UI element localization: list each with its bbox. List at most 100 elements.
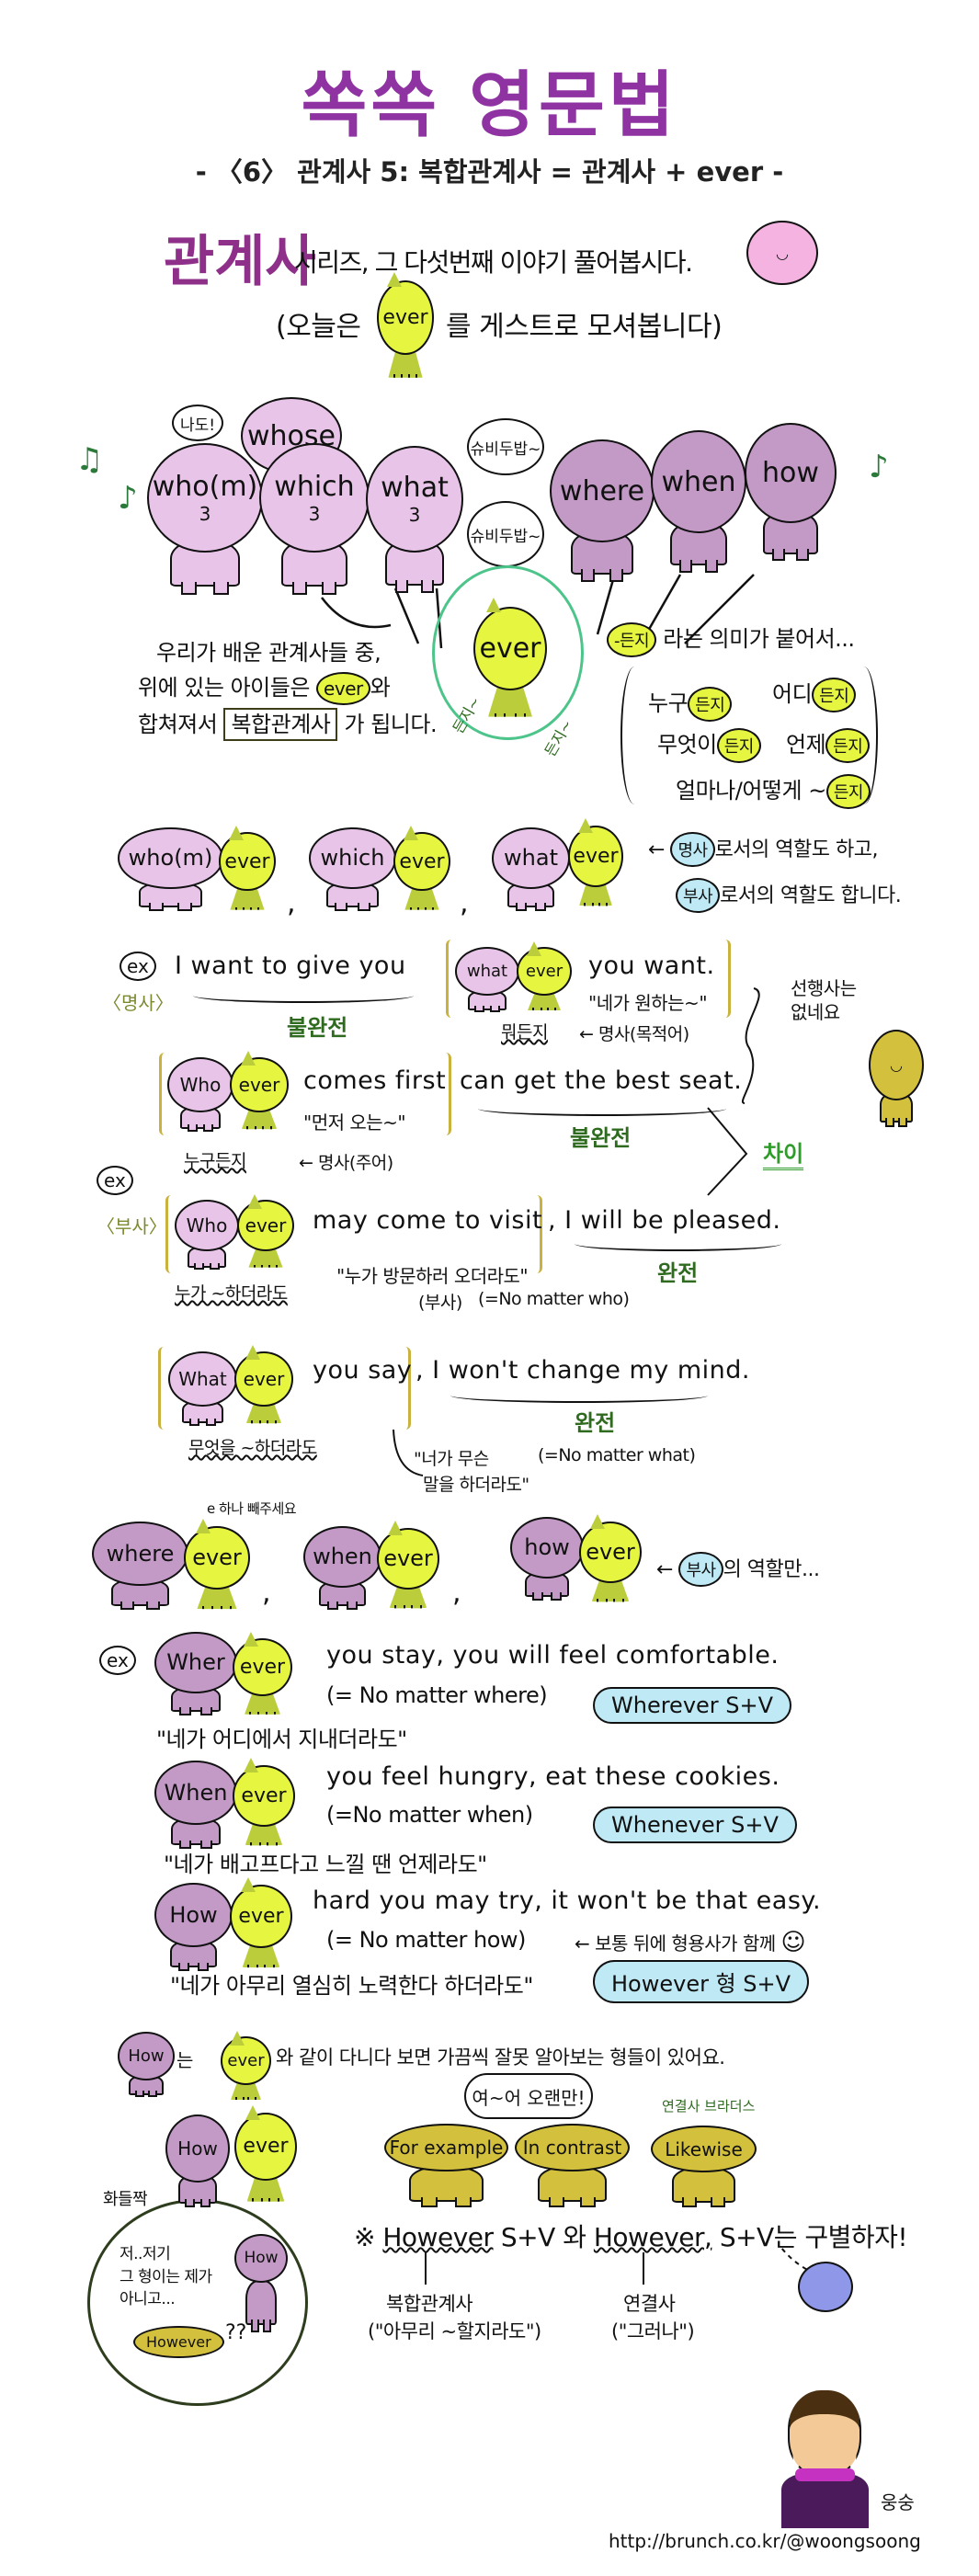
ever-pair-character: ever xyxy=(393,825,450,917)
author-avatar xyxy=(777,2381,873,2528)
label: Who xyxy=(179,1073,222,1096)
ex-marker: ex xyxy=(99,1646,136,1675)
label: how xyxy=(524,1534,570,1561)
complete-label: 완전 xyxy=(575,1410,616,1436)
label: 와 xyxy=(370,675,391,701)
compound-relative-gloss: ("아무리 ~할지라도") xyxy=(368,2320,541,2342)
how-pair-character: how xyxy=(510,1517,584,1604)
label: 3 xyxy=(408,504,421,527)
noun-label: 〈명사〉 xyxy=(103,992,174,1014)
when-character: when xyxy=(651,430,746,577)
smiley-icon: ☺ xyxy=(780,1929,806,1956)
ever-pair-character: ever xyxy=(568,818,623,913)
equivalent: (=No matter when) xyxy=(326,1802,533,1828)
equivalent: (= No matter how) xyxy=(326,1927,526,1953)
however-character: How xyxy=(154,1883,233,1975)
label: 든지 xyxy=(825,774,871,809)
label: ever xyxy=(573,844,619,868)
label: ever xyxy=(243,1367,285,1390)
likewise-character: Likewise xyxy=(651,2126,757,2211)
smiling-character: ◡ xyxy=(869,1030,924,1131)
ex-marker: ex xyxy=(97,1166,133,1195)
question-marks: ?? xyxy=(225,2321,247,2344)
page-title: 쏙쏙 영문법 xyxy=(301,64,678,147)
label: For example xyxy=(389,2137,504,2160)
ever-guest-character: ever xyxy=(377,271,434,386)
brace xyxy=(575,1237,781,1251)
bird-icon xyxy=(798,2262,853,2312)
label: ※ xyxy=(354,2222,375,2252)
in-contrast-character: In contrast xyxy=(515,2124,630,2211)
brace xyxy=(193,988,414,1003)
role-label: ← 명사(주어) xyxy=(299,1153,393,1173)
label: 그 형이는 제가 xyxy=(120,2267,212,2286)
sentence-part: you say xyxy=(313,1356,413,1385)
intro-line1: 시리즈, 그 다섯번째 이야기 풀어봅시다. xyxy=(294,247,693,278)
text: 는 xyxy=(176,2049,193,2071)
comparison-chevron-icon xyxy=(707,1107,748,1196)
label: ever xyxy=(586,1539,635,1566)
sentence-part: can get the best seat. xyxy=(460,1066,743,1095)
label: ever xyxy=(382,305,428,329)
note-text: e 하나 빼주세요 xyxy=(207,1500,297,1517)
role-label: ← 명사(목적어) xyxy=(579,1024,689,1044)
label: 3 xyxy=(199,503,211,525)
ever-character: ever xyxy=(230,1051,289,1135)
ever-character: ever xyxy=(233,1631,292,1721)
startled-label: 화들짝 xyxy=(103,2190,148,2209)
gloss: "네가 원하는~" xyxy=(588,992,708,1014)
ever-pair-character: ever xyxy=(219,825,276,917)
label: who(m) xyxy=(128,845,213,872)
who-character: Who xyxy=(167,1057,233,1135)
compound-relative-box: 복합관계사 xyxy=(223,708,338,741)
incomplete-label: 불완전 xyxy=(287,1015,348,1041)
sentence-part: I want to give you xyxy=(175,952,406,980)
label: ever xyxy=(227,2050,265,2070)
label: where xyxy=(559,474,645,507)
label: ever xyxy=(241,1784,287,1807)
label: How xyxy=(169,1902,218,1928)
where-character: where xyxy=(550,439,655,587)
label: when xyxy=(661,465,736,498)
label: ever xyxy=(525,961,563,981)
ever-character: ever xyxy=(234,1345,293,1430)
brace xyxy=(450,1388,708,1403)
greeting-bubble: 여~어 오랜만! xyxy=(464,2073,593,2119)
chorus-bubble-bottom: 슈비두밥~ xyxy=(467,501,544,567)
label: ever xyxy=(383,1545,433,1572)
ever-pair-character: ever xyxy=(579,1514,642,1609)
author-url[interactable]: http://brunch.co.kr/@woongsoong xyxy=(609,2530,921,2552)
label: ever xyxy=(238,1904,284,1928)
label: 명사 xyxy=(670,832,715,867)
label: S+V는 구별하자! xyxy=(719,2222,908,2252)
music-note-icon: ♪ xyxy=(118,480,138,517)
under-label: 뭐든지 xyxy=(501,1022,548,1043)
label: ever xyxy=(192,1544,242,1571)
brace xyxy=(478,1101,726,1116)
up-arrow-icon xyxy=(425,2252,644,2285)
label: 든지 xyxy=(825,728,871,763)
label: 어디 xyxy=(772,681,813,707)
label: ever xyxy=(238,1073,280,1096)
label: 합쳐져서 xyxy=(138,712,218,737)
ever-character: ever xyxy=(230,1877,292,1975)
comma: , xyxy=(287,887,296,919)
whose-speech-bubble: 나도! xyxy=(172,405,223,441)
sentence: you stay, you will feel comfortable. xyxy=(326,1641,780,1670)
conjunction-gloss: ("그러나") xyxy=(611,2320,695,2342)
label: 가 됩니다. xyxy=(344,712,438,737)
label: -든지 xyxy=(607,622,657,657)
conjunction-label: 연결사 xyxy=(623,2293,676,2315)
pattern-pill: Whenever S+V xyxy=(593,1807,797,1843)
when-pair-character: when xyxy=(303,1526,381,1613)
label: 누구 xyxy=(648,690,689,716)
comma: , xyxy=(262,1577,271,1609)
ever-character: ever xyxy=(517,941,572,1016)
compare-line: ※ However S+V 와 However, S+V는 구별하자! xyxy=(354,2217,908,2254)
label: ever xyxy=(245,1214,287,1237)
pattern-pill: However 형 S+V xyxy=(593,1960,810,2003)
